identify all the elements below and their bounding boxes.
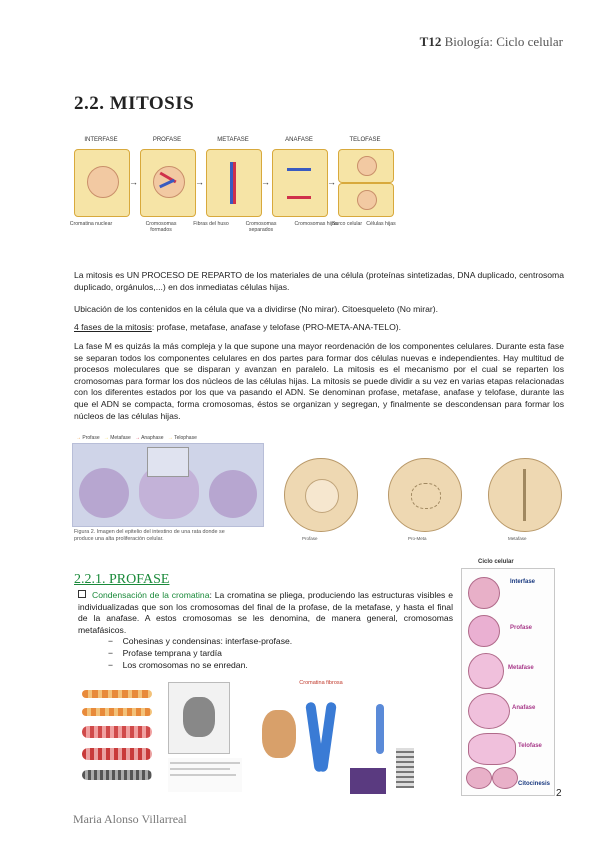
- cycle-stage-telofase: Telofase: [518, 743, 542, 749]
- epithelium-image: [72, 443, 264, 527]
- paragraph-2: Ubicación de los contenidos en la célula…: [74, 304, 438, 314]
- cell-metafase: [206, 149, 262, 217]
- epithelium-figure: → Profase → Metafase → Anaphase → Teloph…: [72, 435, 264, 555]
- cell-anafase: [272, 149, 328, 217]
- cycle-stage-citocinesis: Citocinesis: [518, 781, 551, 787]
- cycle-stage-interfase: Interfase: [510, 579, 536, 585]
- cycle-stage-anafase: Anafase: [512, 705, 536, 711]
- mitosis-stages-figure: INTERFASE PROFASE METAFASE ANAFASE TELOF…: [66, 135, 396, 245]
- legend-anaphase: Anaphase: [141, 435, 164, 441]
- legend-profase: Profase: [82, 435, 100, 441]
- arrow-1: →: [129, 177, 138, 187]
- cell-cycle-figure: Ciclo celular Interfase Profase Metafase…: [461, 559, 555, 796]
- cell-drawing-profase: [284, 458, 358, 532]
- subitem-2: − Profase temprana y tardía: [108, 648, 222, 658]
- cycle-stage-metafase: Metafase: [508, 665, 534, 671]
- legend-arrow-metafase: →: [103, 435, 109, 441]
- page-header: T12 Biología: Ciclo celular: [420, 34, 563, 50]
- epithelium-caption: Figura 2. Imagen del epitelio del intest…: [74, 529, 225, 542]
- cell-drawing-label-metafase: Metafase: [508, 536, 527, 541]
- bullet-term: Condensación de la cromatina: [92, 590, 210, 600]
- caption-1: Cromatina nuclear: [69, 221, 113, 227]
- paragraph-3: 4 fases de la mitosis: profase, metafase…: [74, 322, 564, 334]
- chromatin-label: Cromatina fibrosa: [299, 680, 343, 686]
- page-number: 2: [556, 788, 562, 799]
- cycle-stage-profase: Profase: [510, 625, 533, 631]
- epithelium-legend: → Profase → Metafase → Anaphase → Teloph…: [76, 435, 266, 441]
- caption-2: Cromosomas formados: [145, 221, 177, 233]
- arrow-3: →: [261, 177, 270, 187]
- legend-metafase: Metafase: [110, 435, 131, 441]
- subitem-3-text: Los cromosomas no se enredan.: [122, 660, 248, 670]
- paragraph-4: La fase M es quizás la más compleja y la…: [74, 341, 564, 421]
- chromosome-figure: Cromatina fibrosa: [258, 680, 418, 800]
- caption-3: Fibras del huso: [193, 221, 229, 227]
- cell-telofase-top: [338, 149, 394, 183]
- caption-7: Células hijas: [366, 221, 396, 227]
- profase-bullet: Condensación de la cromatina: La cromati…: [78, 590, 453, 636]
- footer-author: Maria Alonso Villarreal: [73, 812, 187, 826]
- stage-label-profase: PROFASE: [152, 137, 182, 143]
- cell-telofase-bottom: [338, 183, 394, 217]
- section-title: 2.2. MITOSIS: [74, 93, 195, 114]
- subitem-1: − Cohesinas y condensinas: interfase-pro…: [108, 636, 293, 646]
- caption-5: Cromosomas hijos: [294, 221, 338, 227]
- cell-drawings-figure: Profase Pro-Meta Metafase: [280, 452, 570, 547]
- bullet-text: : La cromatina se pliega, produciendo la…: [78, 590, 453, 635]
- caption-6: Surco celular: [331, 221, 363, 227]
- cell-drawing-label-profase: Profase: [302, 536, 318, 541]
- paragraph-1: La mitosis es UN PROCESO DE REPARTO de l…: [74, 270, 564, 292]
- phases-underlined: 4 fases de la mitosis: [74, 322, 152, 332]
- arrow-2: →: [195, 177, 204, 187]
- stage-label-telofase: TELOFASE: [349, 137, 381, 143]
- legend-arrow-profase: →: [76, 435, 81, 441]
- subitem-2-text: Profase temprana y tardía: [122, 648, 222, 658]
- phases-rest: : profase, metafase, anafase y telofase …: [151, 322, 402, 332]
- chromatin-figure: [72, 678, 247, 798]
- cell-interfase: [74, 149, 130, 217]
- cell-cycle-title: Ciclo celular: [478, 559, 514, 565]
- stage-label-interfase: INTERFASE: [84, 137, 118, 143]
- subitem-3: − Los cromosomas no se enredan.: [108, 660, 248, 670]
- header-tema: T12: [419, 34, 442, 49]
- header-title: Biología: Ciclo celular: [444, 34, 563, 49]
- caption-4: Cromosomas separados: [245, 221, 277, 233]
- stage-label-anafase: ANAFASE: [285, 137, 313, 143]
- cell-drawing-label-prometa: Pro-Meta: [408, 536, 427, 541]
- legend-arrow-telophase: →: [167, 435, 173, 441]
- arrow-4: →: [327, 177, 336, 187]
- subitem-1-text: Cohesinas y condensinas: interfase-profa…: [122, 636, 293, 646]
- legend-arrow-anaphase: →: [134, 435, 140, 441]
- cell-drawing-prometa: [388, 458, 462, 532]
- bullet-square-icon: [78, 590, 86, 598]
- cell-drawing-metafase: [488, 458, 562, 532]
- stage-label-metafase: METAFASE: [217, 137, 249, 143]
- cell-profase: [140, 149, 196, 217]
- legend-telophase: Telophase: [174, 435, 197, 441]
- subsection-title: 2.2.1. PROFASE: [74, 572, 170, 587]
